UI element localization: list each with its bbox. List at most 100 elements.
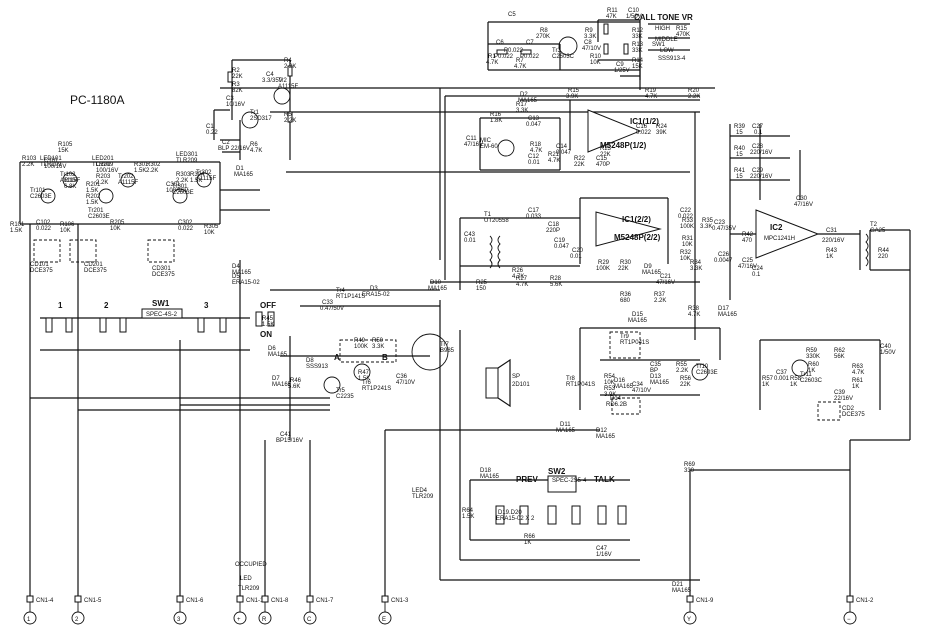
label-c27: C27 <box>752 124 764 130</box>
label-c4v: 3.3/35V <box>262 78 283 84</box>
label-d13v: MA165 <box>650 380 670 386</box>
label-c33: C33 <box>322 300 334 306</box>
label-r40: R40 <box>734 146 746 152</box>
label-c43: C43 <box>464 232 476 238</box>
label-c6v: P0.022 <box>494 54 514 60</box>
ic2-ref: IC2 <box>770 223 783 232</box>
label-c27v: 0.1 <box>754 130 763 136</box>
part-tr2: A1115F <box>278 84 298 90</box>
connector-ref-cn1-5: CN1-5 <box>84 598 102 604</box>
label-c5v: P0.022 <box>504 48 524 54</box>
label-d11: D11 <box>560 422 571 428</box>
label-d15v: MA165 <box>628 318 648 324</box>
label-r303v: 2.2K <box>176 178 188 184</box>
label-cd101: CD101 <box>30 262 49 268</box>
connector-cn1-5 <box>71 595 85 625</box>
label-c25v: 47/16V <box>738 264 757 270</box>
label-r64v: 1.5K <box>462 514 474 520</box>
label-d21v: MA165 <box>672 588 692 594</box>
label-c12v: 0.01 <box>528 160 540 166</box>
label-c14v: 0.047 <box>556 150 572 156</box>
part-led4: TLR209 <box>412 494 434 500</box>
label-r11v: 47K <box>606 14 617 20</box>
connector-ref-cn1-8: CN1-8 <box>271 598 289 604</box>
label-d6v: MA165 <box>268 352 288 358</box>
label-r27v: 4.7K <box>516 282 528 288</box>
sw1-pos-2: 2 <box>104 301 109 310</box>
label-d14v: RD6.2B <box>606 402 627 408</box>
label-d17v: MA165 <box>718 312 738 318</box>
label-c34v: 47/10V <box>632 388 651 394</box>
label-c11: C11 <box>466 136 477 142</box>
label-c5: C5 <box>508 12 516 18</box>
connectors: CN1-41CN1-52CN1-63CN1-10+CN1-8RCN1-7CCN1… <box>23 595 874 625</box>
ref-tr9: Tr9 <box>620 334 629 340</box>
label-r105v: 15K <box>58 148 69 154</box>
label-c7: C7 <box>526 40 534 46</box>
label-r41v: 15 <box>736 174 743 180</box>
label-r1v: 4.7K <box>486 60 498 66</box>
part-tr101: C2603E <box>30 194 52 200</box>
label-r22v: 22K <box>574 162 585 168</box>
label-r105: R105 <box>58 142 73 148</box>
label-c1v: 0.22 <box>206 130 218 136</box>
sw1-switch <box>40 311 275 351</box>
connector-ref-cn1-4: CN1-4 <box>36 598 54 604</box>
label-c10: C10 <box>628 8 640 14</box>
label-r13: R13 <box>632 42 644 48</box>
ic1-b <box>579 197 669 264</box>
label-r203v: 2.2K <box>96 180 108 186</box>
label-r50v: 3.3K <box>372 344 384 350</box>
label-c3: C3 <box>226 96 234 102</box>
label-c301: C301 <box>166 182 181 188</box>
ref-tr5: Tr5 <box>336 388 345 394</box>
connector-ref-cn1-2: CN1-2 <box>856 598 874 604</box>
part-tr4: RT1P141S <box>336 294 365 300</box>
label-c101: C101 <box>44 158 59 164</box>
label-r10: R10 <box>590 54 602 60</box>
label-d19: D19.D20 <box>498 510 522 516</box>
label-r33v: 100K <box>680 224 694 230</box>
ref-tr10: Tr10 <box>696 364 709 370</box>
label-c23v: 0.47/35V <box>712 226 736 232</box>
label-r47v: 1.5K <box>358 376 370 382</box>
label-c47v: 1/16V <box>596 552 612 558</box>
connector-symbol-cn1-4: 1 <box>27 617 31 623</box>
label-d18: D18 <box>480 468 492 474</box>
label-r2v: 22K <box>232 74 243 80</box>
label-r106: R106 <box>60 222 75 228</box>
label-r42: R42 <box>742 232 754 238</box>
label-r201v: 1.5K <box>86 188 98 194</box>
label-r58: R58 <box>790 376 802 382</box>
label-c16: C16 <box>636 124 648 130</box>
ref-led201: LED201 <box>92 156 114 162</box>
label-c15v: 470P <box>596 162 610 168</box>
label-r103: R103 <box>22 156 37 162</box>
label-c25: C25 <box>742 258 754 264</box>
label-r69: R69 <box>684 462 696 468</box>
ref-tr302: Tr302 <box>196 170 212 176</box>
label-r28: R28 <box>550 276 562 282</box>
label-c40: C40 <box>880 344 892 350</box>
label-c201v: 100/16V <box>96 168 118 174</box>
label-c43v: 0.01 <box>464 238 476 244</box>
connector-cn1-9 <box>683 595 697 625</box>
label-r41: R41 <box>734 168 746 174</box>
label-c102v: 0.022 <box>36 226 52 232</box>
label-r63: R63 <box>852 364 864 370</box>
label-r37: R37 <box>654 292 666 298</box>
speaker-ref: SP <box>512 374 520 380</box>
label-r14v: 15K <box>632 64 643 70</box>
label-c19v: 0.047 <box>554 244 570 250</box>
label-r32v: 10K <box>680 256 691 262</box>
ref-led4: LED4 <box>412 488 428 494</box>
label-c102: C102 <box>36 220 51 226</box>
label-c18: C18 <box>548 222 560 228</box>
label-r3v: 82K <box>232 88 243 94</box>
sw1-ref: SW1 <box>152 299 170 308</box>
sw1-pos-1: 1 <box>58 301 63 310</box>
part-tr102: A1115F <box>60 178 80 184</box>
led-driver-array <box>19 161 270 225</box>
label-r39v: 15 <box>736 130 743 136</box>
